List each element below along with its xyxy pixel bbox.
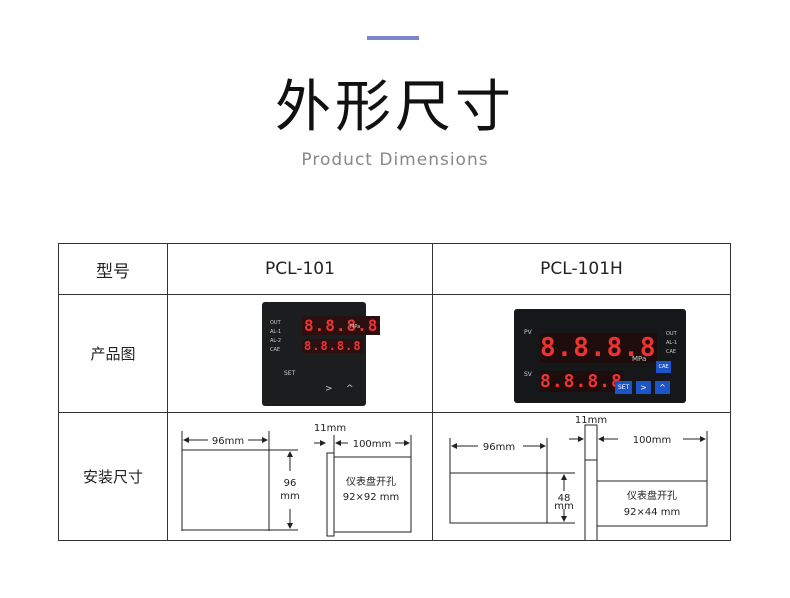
led-label: CAE (666, 349, 677, 355)
set-button[interactable]: SET (615, 381, 632, 394)
sv-label: SV (524, 371, 532, 378)
header-pcl101: PCL-101 (167, 243, 433, 295)
height-label: 96 (284, 478, 297, 489)
row-label-product-image: 产品图 (58, 294, 168, 413)
pcl101h-unit: MPa (632, 355, 647, 363)
dimensions-table: 型号 PCL-101 PCL-101H 产品图 8.8.8.8 8.8.8.8 … (58, 243, 731, 541)
accent-bar (367, 36, 419, 40)
width-label: 96mm (212, 436, 244, 447)
led-label: AL-2 (270, 338, 282, 344)
cae-button[interactable]: CAE (656, 361, 671, 373)
cutout-label: 仪表盘开孔 (346, 475, 396, 488)
pcl101h-device: PV SV 8.8.8.8 8.8.8.8 MPa OUT AL-1 CAE C… (514, 309, 686, 403)
cutout-size: 92×92 mm (343, 492, 400, 503)
pcl101-dimension-drawing: 96mm 96 mm 11mm 100mm 仪表盘开孔 92×92 mm (167, 412, 433, 541)
table-row: 产品图 8.8.8.8 8.8.8.8 MPa OUT AL-1 AL-2 CA… (58, 294, 731, 413)
page-title: 外形尺寸 (275, 75, 515, 140)
height-unit: mm (280, 491, 299, 502)
led-label: OUT (270, 320, 281, 326)
page-subtitle: Product Dimensions (301, 150, 489, 170)
front-depth-label: 11mm (575, 415, 607, 426)
width-label: 96mm (483, 442, 515, 453)
header-model: 型号 (58, 243, 168, 295)
header-pcl101h: PCL-101H (432, 243, 731, 295)
pcl101-unit: MPa (350, 324, 361, 330)
depth-label: 100mm (353, 439, 392, 450)
table-row: 安装尺寸 96mm 96 mm 11mm 100mm 仪表盘开孔 92×92 m… (58, 412, 731, 541)
right-arrow-icon[interactable]: > (325, 384, 333, 394)
pcl101h-image: PV SV 8.8.8.8 8.8.8.8 MPa OUT AL-1 CAE C… (432, 294, 731, 413)
up-arrow-icon[interactable]: ^ (655, 381, 670, 394)
front-depth-label: 11mm (314, 423, 346, 434)
led-label: AL-1 (666, 340, 678, 346)
pcl101-sv-display: 8.8.8.8 (302, 339, 364, 353)
pcl101h-dimension-drawing: 96mm 48 mm 11mm 100mm 仪表盘开孔 92×44 mm (432, 412, 731, 541)
pcl101-diagram: 96mm 96 mm 11mm 100mm 仪表盘开孔 92×92 mm (181, 423, 412, 537)
row-label-install-dimensions: 安装尺寸 (58, 412, 168, 541)
pcl101h-sv-display: 8.8.8.8 (540, 371, 623, 392)
led-label: AL-1 (270, 329, 282, 335)
table-header-row: 型号 PCL-101 PCL-101H (58, 243, 731, 295)
pcl101-pv-display: 8.8.8.8 (302, 316, 381, 335)
led-label: OUT (666, 331, 677, 337)
pcl101-image: 8.8.8.8 8.8.8.8 MPa OUT AL-1 AL-2 CAE SE… (167, 294, 433, 413)
pcl101h-pv-display: 8.8.8.8 (540, 333, 657, 363)
pv-label: PV (524, 329, 532, 336)
cutout-label: 仪表盘开孔 (627, 489, 677, 502)
right-arrow-icon[interactable]: > (636, 381, 651, 394)
height-label: 48 (558, 493, 571, 504)
pcl101h-diagram: 96mm 48 mm 11mm 100mm 仪表盘开孔 92×44 mm (449, 415, 708, 540)
up-arrow-icon[interactable]: ^ (346, 384, 354, 394)
depth-label: 100mm (633, 435, 672, 446)
cutout-size: 92×44 mm (624, 507, 681, 518)
pcl101-set-button[interactable]: SET (284, 370, 296, 377)
height-unit: mm (554, 501, 573, 512)
led-label: CAE (270, 347, 281, 353)
pcl101-device: 8.8.8.8 8.8.8.8 MPa OUT AL-1 AL-2 CAE SE… (262, 302, 381, 406)
